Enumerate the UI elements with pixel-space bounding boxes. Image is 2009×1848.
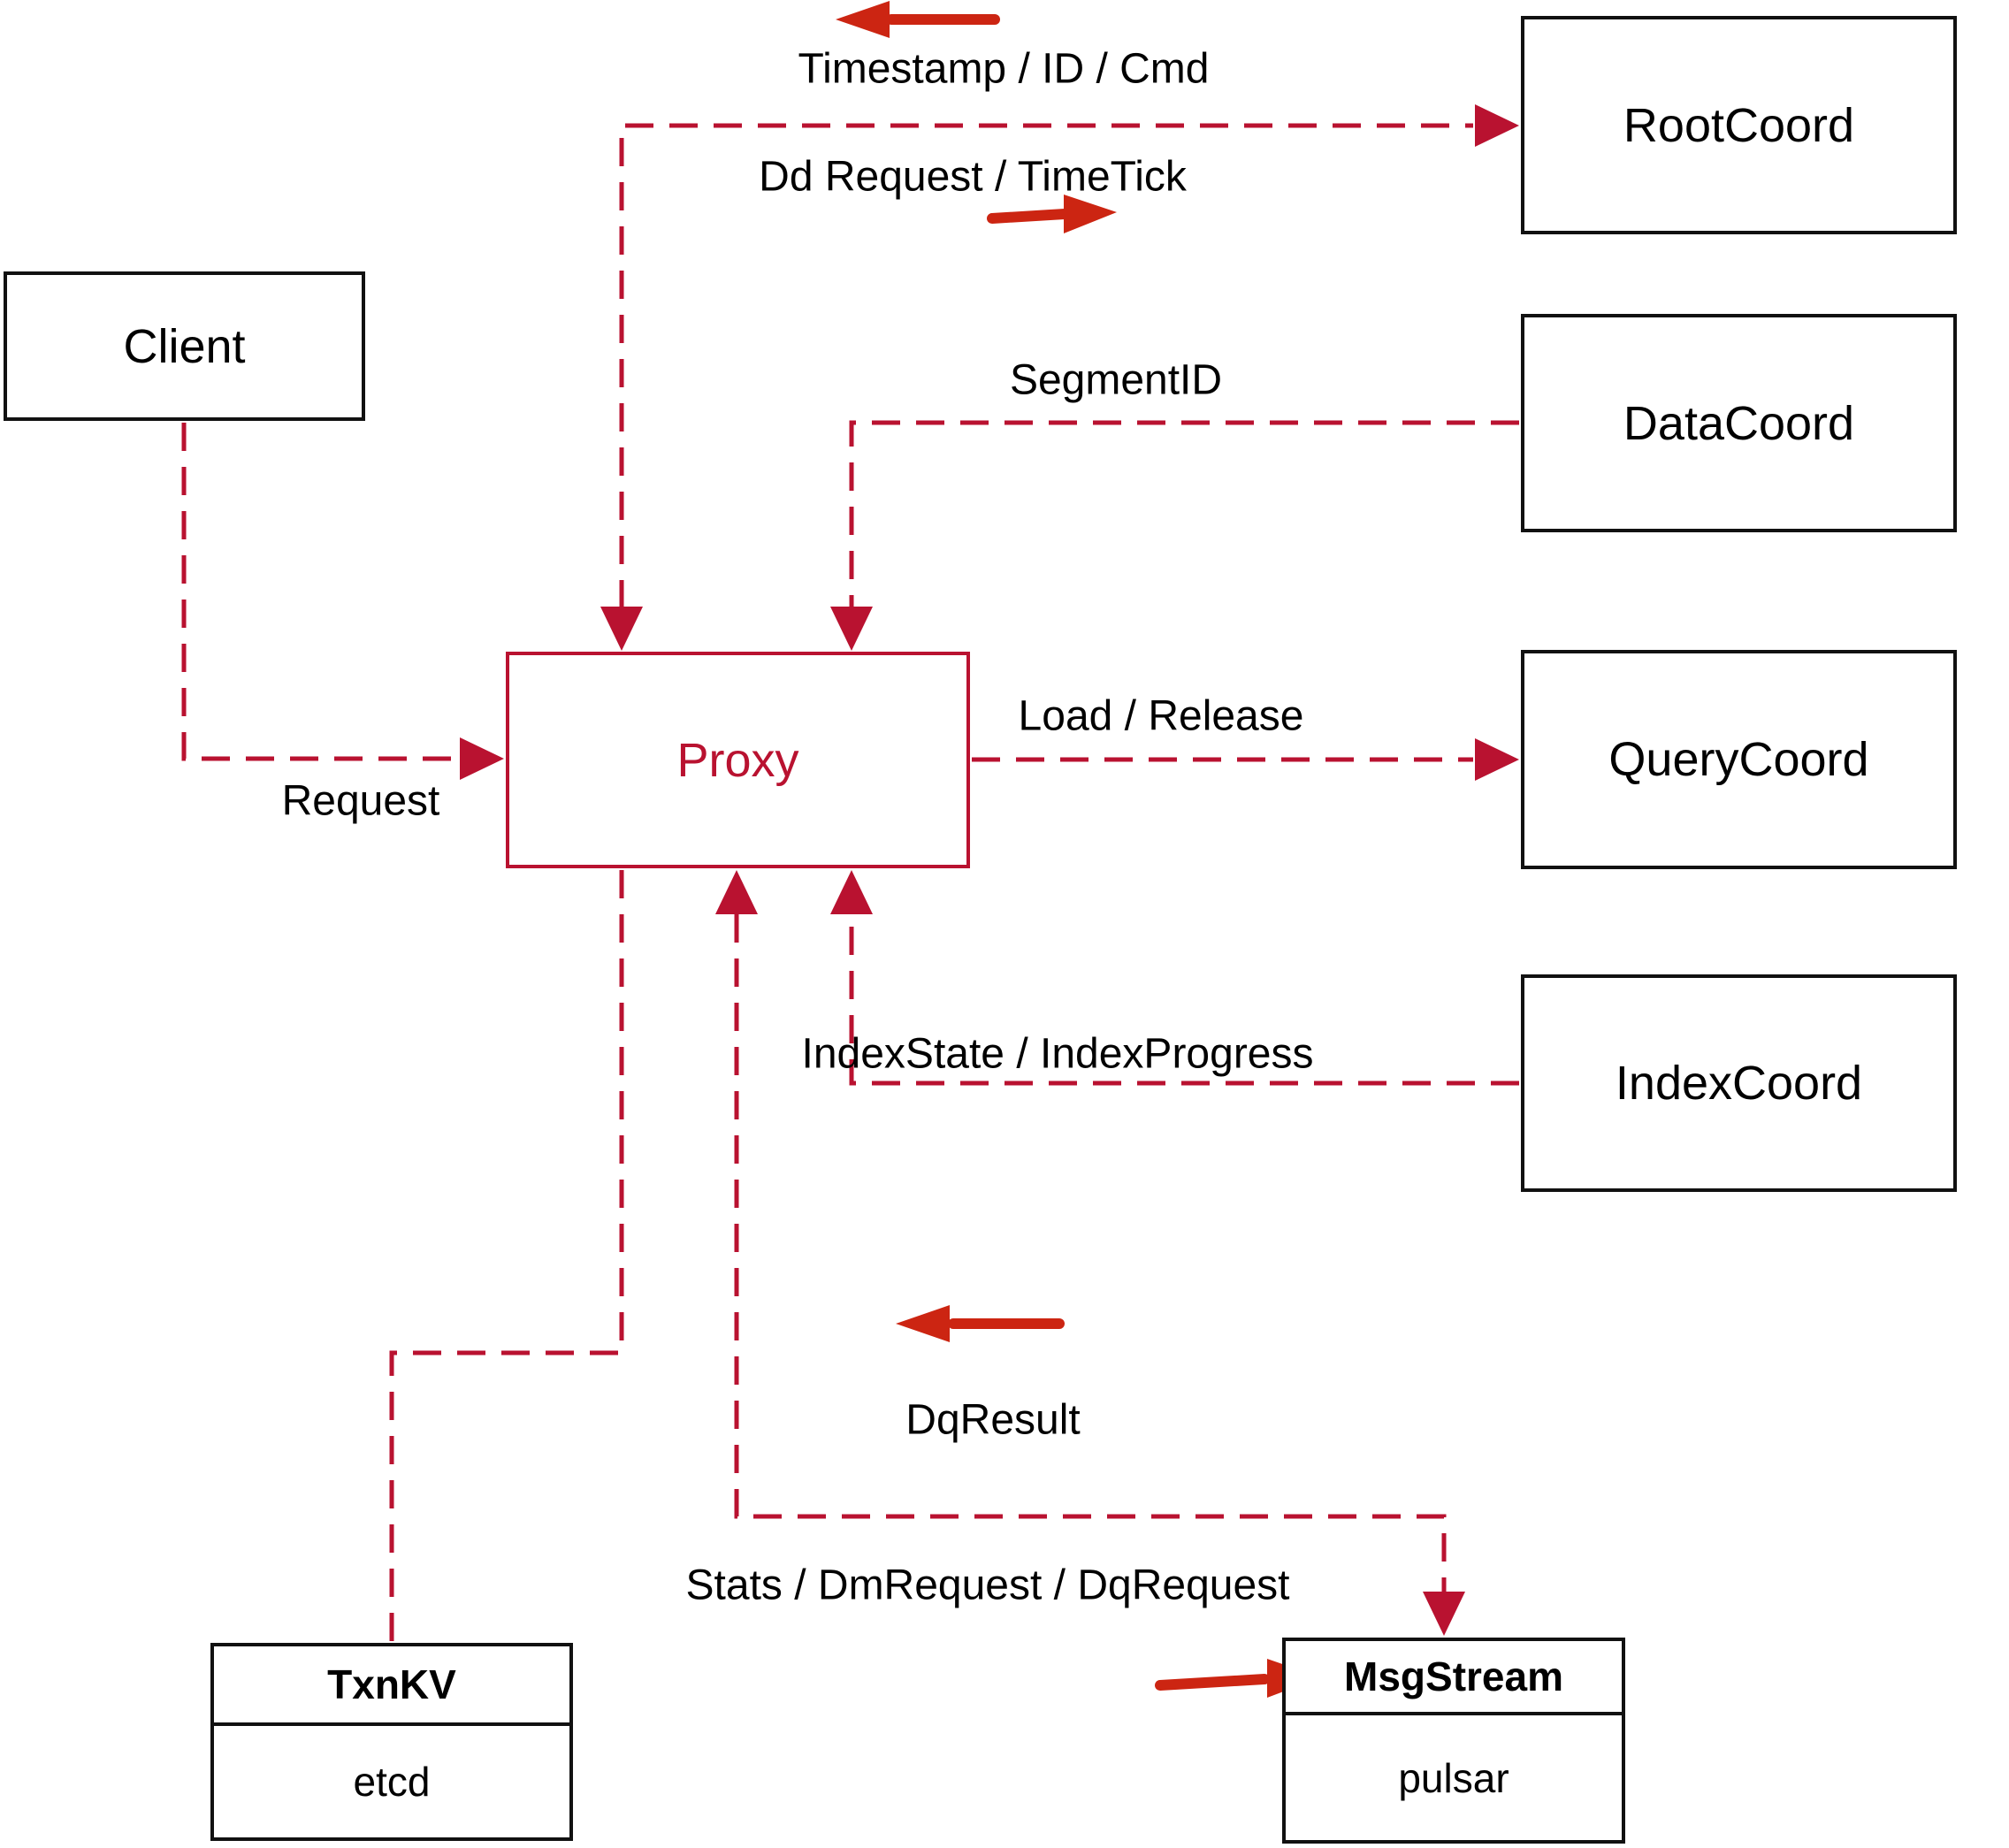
node-txnkv-title: TxnKV (214, 1646, 569, 1726)
node-client: Client (4, 271, 365, 421)
edge-label-timestamp-id-cmd: Timestamp / ID / Cmd (798, 45, 1210, 93)
node-querycoord: QueryCoord (1521, 650, 1957, 869)
node-datacoord: DataCoord (1521, 314, 1957, 532)
arrowhead-into-proxy-bottom-left-icon (715, 870, 758, 914)
edge-proxy-txnkv (389, 870, 624, 1641)
edge-indexcoord-to-proxy (849, 914, 1519, 1086)
edge-client-to-proxy (181, 423, 458, 761)
edge-label-segment-id: SegmentID (1009, 356, 1223, 404)
edge-label-dq-result: DqResult (905, 1396, 1081, 1444)
node-rootcoord: RootCoord (1521, 16, 1957, 234)
node-datacoord-label: DataCoord (1623, 396, 1855, 450)
edge-label-dd-request-timetick: Dd Request / TimeTick (759, 153, 1187, 201)
edge-label-stats-dm-dq-request: Stats / DmRequest / DqRequest (685, 1562, 1290, 1609)
arrowhead-into-rootcoord-icon (1475, 104, 1519, 147)
node-proxy: Proxy (506, 652, 970, 868)
node-msgstream-title: MsgStream (1286, 1641, 1622, 1715)
node-txnkv: TxnKV etcd (210, 1643, 573, 1841)
arrowhead-into-querycoord-icon (1475, 738, 1519, 781)
arrowhead-into-proxy-bottom-right-icon (830, 870, 873, 914)
direction-arrow-right-ddrequest-icon (987, 209, 1070, 224)
node-txnkv-value: etcd (353, 1759, 431, 1805)
edge-proxy-msgstream (734, 914, 1447, 1593)
node-indexcoord: IndexCoord (1521, 974, 1957, 1192)
direction-arrow-right-stats-icon (1155, 1674, 1270, 1691)
arrowhead-into-proxy-top-right-icon (830, 607, 873, 651)
edge-label-request: Request (281, 777, 440, 825)
node-msgstream: MsgStream pulsar (1282, 1638, 1625, 1844)
node-client-label: Client (123, 319, 246, 373)
direction-arrowhead-left-top-icon (836, 1, 890, 38)
node-rootcoord-label: RootCoord (1623, 98, 1855, 152)
direction-arrowhead-left-dqresult-icon (896, 1305, 950, 1342)
edge-label-index-state-progress: IndexState / IndexProgress (801, 1030, 1314, 1078)
arrowhead-into-msgstream-icon (1423, 1592, 1465, 1636)
node-indexcoord-label: IndexCoord (1615, 1057, 1863, 1110)
arrowhead-into-proxy-top-left-icon (600, 607, 643, 651)
node-querycoord-label: QueryCoord (1608, 733, 1869, 786)
direction-arrowhead-right-ddrequest-icon (1064, 195, 1117, 233)
node-msgstream-value: pulsar (1398, 1754, 1509, 1801)
edge-datacoord-to-proxy (849, 420, 1519, 608)
edge-proxy-rootcoord (619, 123, 1473, 608)
edge-label-load-release: Load / Release (1018, 692, 1304, 740)
arrowhead-into-proxy-left-icon (460, 737, 504, 780)
node-proxy-label: Proxy (676, 733, 799, 787)
